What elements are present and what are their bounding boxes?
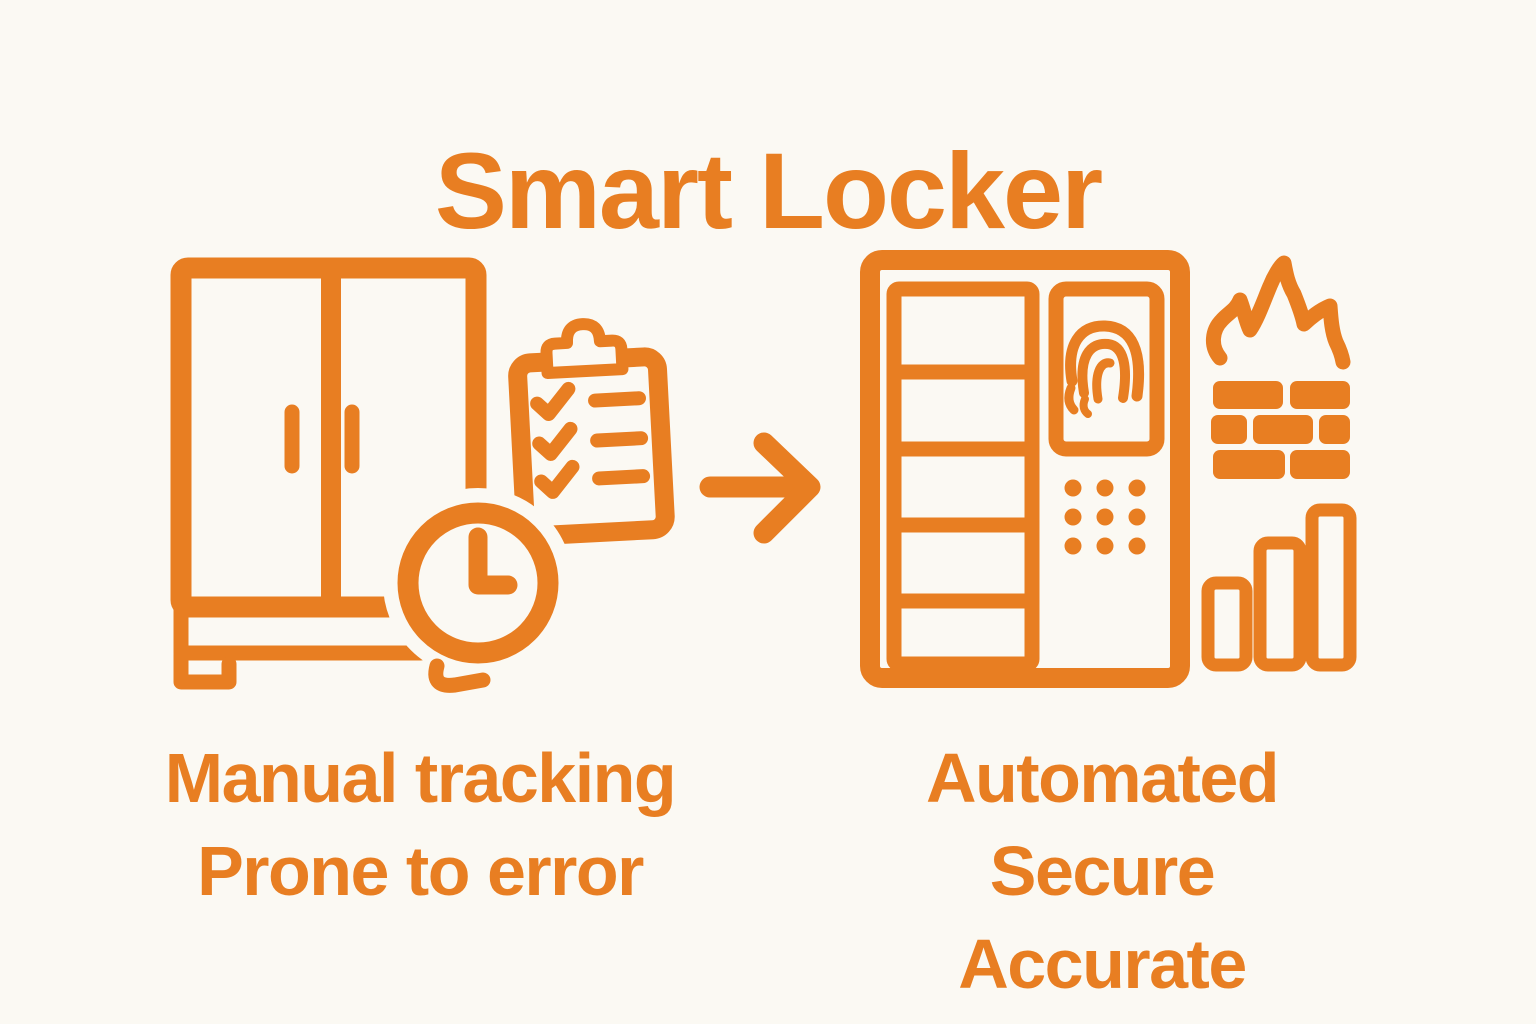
- caption-line: Prone to error: [197, 832, 644, 910]
- caption-line: Accurate: [958, 925, 1247, 1003]
- checklist-rows: [530, 381, 651, 499]
- caption-line: Secure: [989, 832, 1216, 910]
- cabinet-foot-left: [173, 647, 237, 690]
- smart-locker-icon: [860, 250, 1190, 688]
- after-caption: Automated Secure Accurate: [782, 732, 1422, 1011]
- firewall-icon: [1206, 255, 1351, 479]
- locker-body: [860, 250, 1190, 688]
- clock-face: [397, 502, 559, 664]
- cabinet-foot-right: [428, 658, 491, 693]
- before-caption: Manual tracking Prone to error: [100, 732, 740, 918]
- cabinet-icon: [170, 257, 487, 690]
- page-title: Smart Locker: [434, 130, 1103, 252]
- fingerprint-icon: [1064, 320, 1145, 418]
- arrow-right-icon: [699, 432, 821, 544]
- locker-compartments: [886, 281, 1040, 672]
- fingerprint-screen: [1048, 281, 1165, 457]
- clock-icon: [383, 488, 573, 678]
- keypad-dots: [1064, 479, 1146, 555]
- flame-icon: [1206, 255, 1351, 370]
- clipboard-checklist-icon: [508, 318, 675, 546]
- clipboard-clip: [540, 318, 629, 380]
- bar-chart-icon: [1201, 503, 1357, 672]
- caption-line: Automated: [925, 739, 1280, 817]
- brick-wall: [1211, 381, 1350, 479]
- clock-hands: [468, 527, 518, 595]
- caption-line: Manual tracking: [164, 739, 677, 817]
